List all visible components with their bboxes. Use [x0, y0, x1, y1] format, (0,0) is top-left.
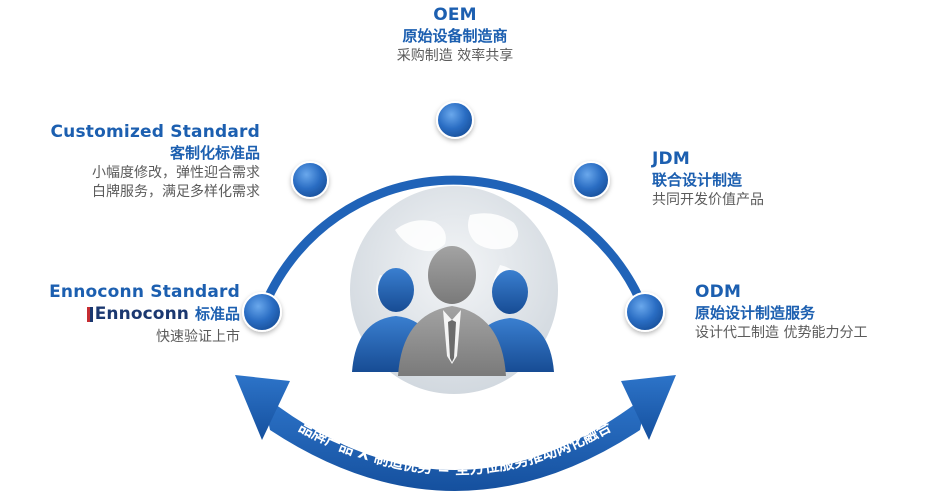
people-group-icon: [352, 246, 554, 376]
odm-subtitle: 原始设计制造服务: [695, 303, 816, 322]
oem-subtitle: 原始设备制造商: [402, 26, 508, 45]
ennoconn-title: Ennoconn Standard: [49, 282, 240, 302]
oem-desc: 采购制造 效率共享: [396, 47, 514, 64]
double-arrow: [235, 375, 676, 491]
jdm-subtitle: 联合设计制造: [652, 170, 743, 189]
oem-title: OEM: [433, 5, 477, 25]
ennoconn-desc: 快速验证上市: [156, 329, 240, 346]
ennoconn-logo-text: Ennoconn: [94, 303, 189, 324]
customized-subtitle: 客制化标准品: [169, 143, 260, 162]
node-jdm: [572, 161, 610, 199]
jdm-desc: 共同开发价值产品: [652, 191, 764, 208]
label-ennoconn: Ennoconn Standard Ennoconn 标准品 快速验证上市: [10, 282, 240, 346]
odm-title: ODM: [695, 282, 742, 302]
odm-desc: 设计代工制造 优势能力分工: [695, 324, 868, 341]
ennoconn-logo-icon: Ennoconn: [86, 303, 189, 325]
label-odm: ODM 原始设计制造服务 设计代工制造 优势能力分工: [695, 282, 935, 341]
node-oem: [436, 101, 474, 139]
label-customized: Customized Standard 客制化标准品 小幅度修改，弹性迎合需求 …: [10, 122, 261, 200]
ennoconn-subtitle: 标准品: [194, 304, 240, 323]
label-jdm: JDM 联合设计制造 共同开发价值产品: [652, 149, 852, 208]
customized-desc-1: 小幅度修改，弹性迎合需求: [92, 164, 260, 181]
banner-text: 品牌产品 X 制造优势 = 全方位服务推动两化融合: [296, 417, 615, 478]
jdm-title: JDM: [652, 149, 690, 169]
node-ennoconn: [242, 292, 282, 332]
customized-title: Customized Standard: [50, 122, 260, 142]
node-customized: [291, 161, 329, 199]
node-odm: [625, 292, 665, 332]
label-oem: OEM 原始设备制造商 采购制造 效率共享: [355, 5, 555, 64]
customized-desc-2: 白牌服务，满足多样化需求: [92, 183, 260, 200]
connector-arc: [257, 175, 650, 317]
